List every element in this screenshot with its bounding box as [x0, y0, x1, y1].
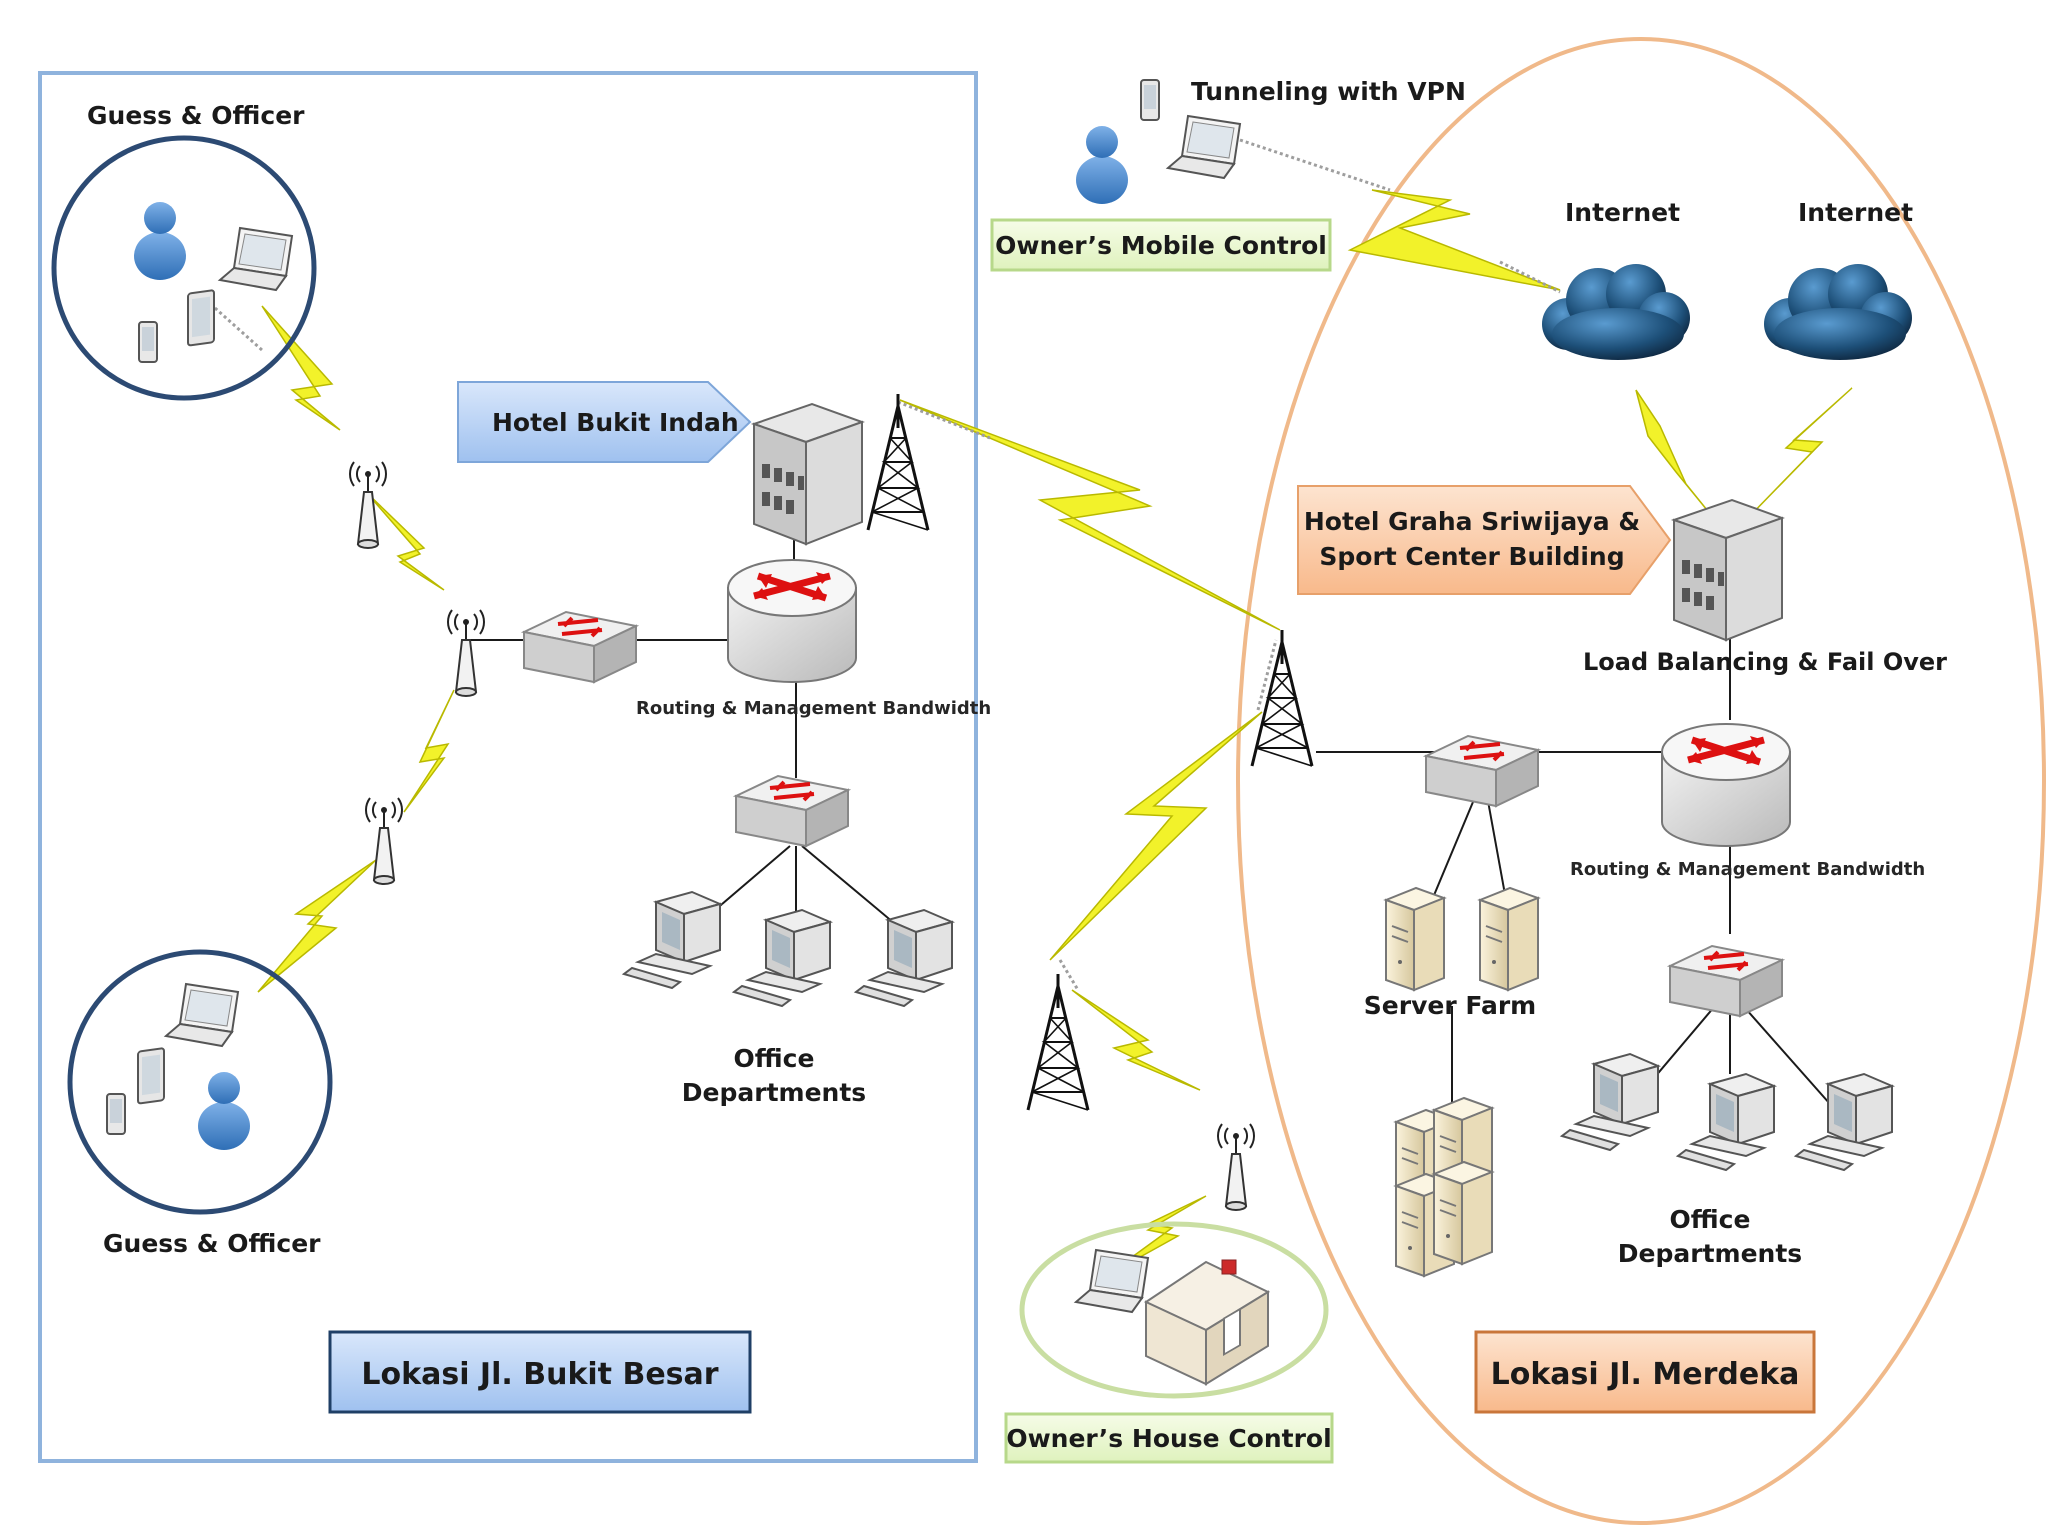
- wireless-access-point-icon: [1217, 1123, 1255, 1211]
- wireless-link-tails: [205, 138, 1561, 991]
- phone-icon: [138, 321, 158, 363]
- lightning-link-icon: [1743, 387, 1853, 523]
- right-office-label-1: Office: [1670, 1205, 1751, 1234]
- hotel-graha-label-1: Hotel Graha Sriwijaya &: [1304, 507, 1640, 536]
- switch-icon: [734, 774, 850, 848]
- bottom-group-label: Guess & Officer: [103, 1229, 321, 1258]
- router-icon: [728, 560, 856, 682]
- wireless-access-point-icon: [447, 609, 485, 697]
- vpn-label: Tunneling with VPN: [1191, 77, 1466, 106]
- left-location-box: [328, 1330, 752, 1414]
- internet-label-2: Internet: [1798, 198, 1913, 227]
- switch-icon: [1424, 734, 1540, 808]
- router-icon: [1662, 724, 1790, 846]
- wireless-access-point-icon: [349, 461, 387, 549]
- wireless-access-point-icon: [365, 797, 403, 885]
- phone-icon: [1140, 79, 1160, 121]
- lightning-link-icon: [899, 399, 1281, 631]
- laptop-icon: [1075, 1249, 1149, 1313]
- lightning-link-icon: [1049, 711, 1263, 961]
- tablet-icon: [137, 1047, 165, 1105]
- building-icon: [1673, 499, 1783, 641]
- left-office-label-1: Office: [734, 1044, 815, 1073]
- server-icon: [1433, 1161, 1493, 1265]
- building-icon: [753, 403, 863, 545]
- lightning-link-icon: [257, 859, 377, 993]
- left-site-region: [38, 71, 978, 1463]
- desktop-pc-icon: [623, 891, 721, 989]
- tablet-icon: [187, 289, 215, 347]
- lightning-link-icon: [403, 689, 455, 813]
- house-icon: [1145, 1259, 1269, 1385]
- lightning-link-icon: [1347, 189, 1561, 291]
- hotel-graha-tag: [1297, 485, 1672, 595]
- lightning-link-icon: [1071, 989, 1201, 1091]
- lightning-link-icon: [261, 305, 341, 431]
- server-farm-label: Server Farm: [1364, 991, 1536, 1020]
- house-control-label: Owner’s House Control: [1006, 1424, 1331, 1453]
- right-router-label: Routing & Management Bandwidth: [1570, 859, 1925, 880]
- mobile-control-label: Owner’s Mobile Control: [995, 231, 1327, 260]
- top-group-label: Guess & Officer: [87, 101, 305, 130]
- cloud-icon: [1764, 264, 1912, 360]
- switch-icon: [1668, 944, 1784, 1018]
- desktop-pc-icon: [733, 909, 831, 1007]
- house-control-box: [1004, 1412, 1334, 1464]
- bottom-user-group: [67, 949, 333, 1215]
- server-icon: [1385, 887, 1445, 991]
- laptop-icon: [219, 227, 293, 291]
- left-location-label: Lokasi Jl. Bukit Besar: [361, 1357, 718, 1392]
- right-location-box: [1474, 1330, 1816, 1414]
- right-site-region: [1236, 37, 2046, 1525]
- desktop-pc-icon: [1561, 1053, 1659, 1151]
- user-icon: [198, 1072, 250, 1150]
- house-group: [1019, 1221, 1329, 1399]
- desktop-pc-icon: [1677, 1073, 1775, 1171]
- hotel-bukit-indah-tag: [457, 381, 752, 463]
- wireless-links: [257, 189, 1853, 1277]
- radio-tower-icon: [866, 392, 930, 532]
- mobile-control-box: [990, 218, 1332, 272]
- internet-label-1: Internet: [1565, 198, 1680, 227]
- laptop-icon: [1167, 115, 1241, 179]
- phone-icon: [106, 1093, 126, 1135]
- user-icon: [1076, 126, 1128, 204]
- hotel-graha-label-2: Sport Center Building: [1319, 542, 1624, 571]
- desktop-pc-icon: [855, 909, 953, 1007]
- cloud-icon: [1542, 264, 1690, 360]
- switch-icon: [522, 610, 638, 684]
- load-balancing-label: Load Balancing & Fail Over: [1583, 648, 1947, 676]
- left-office-label-2: Departments: [682, 1078, 866, 1107]
- laptop-icon: [165, 983, 239, 1047]
- right-office-label-2: Departments: [1618, 1239, 1802, 1268]
- server-icon: [1479, 887, 1539, 991]
- left-router-label: Routing & Management Bandwidth: [636, 698, 991, 719]
- lightning-link-icon: [365, 491, 445, 591]
- lightning-link-icon: [1635, 389, 1721, 527]
- desktop-pc-icon: [1795, 1073, 1893, 1171]
- right-location-label: Lokasi Jl. Merdeka: [1491, 1357, 1800, 1392]
- top-user-group: [51, 135, 317, 401]
- wired-links: [466, 520, 1831, 1112]
- hotel-bukit-indah-label: Hotel Bukit Indah: [492, 408, 739, 437]
- user-icon: [134, 202, 186, 280]
